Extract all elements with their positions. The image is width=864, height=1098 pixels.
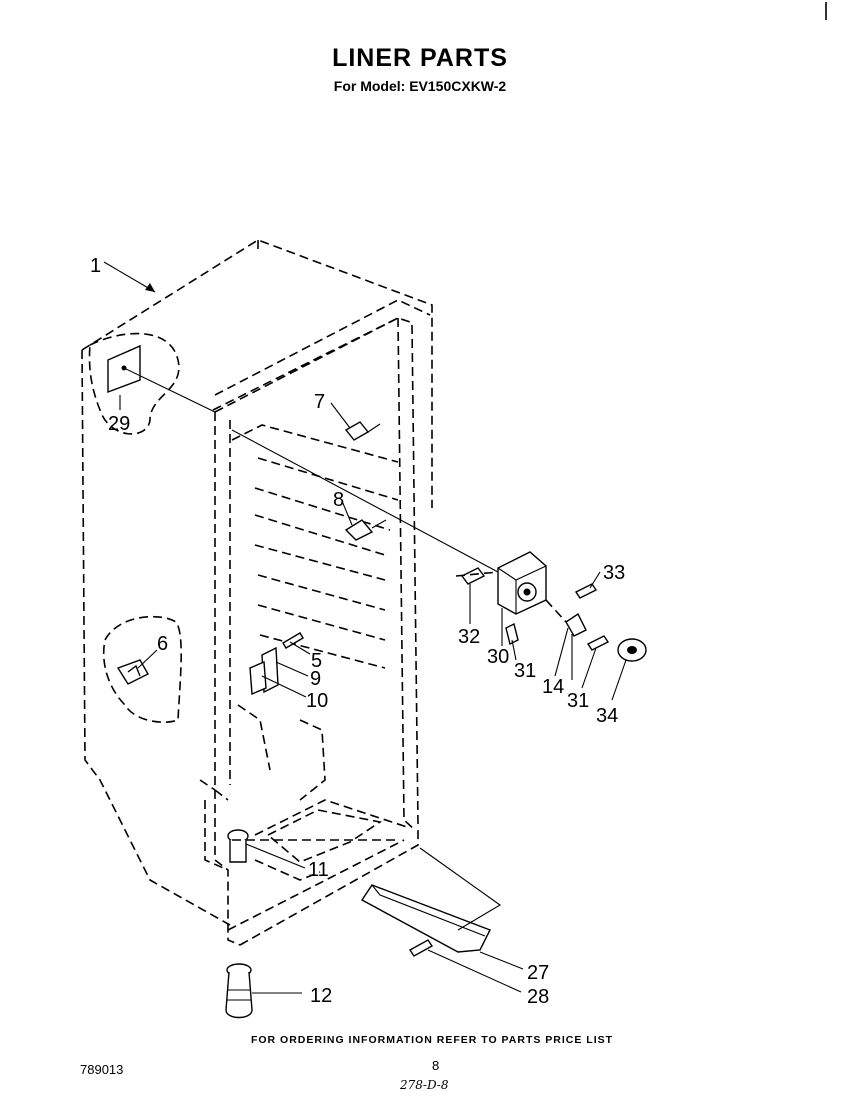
part-14-thermostat — [565, 612, 587, 680]
part-28-screw — [408, 939, 434, 957]
callout-31-a: 31 — [514, 660, 536, 682]
part-8-bracket — [344, 519, 387, 541]
callout-33: 33 — [603, 562, 625, 584]
callout-31-b: 31 — [567, 690, 589, 712]
callout-11: 11 — [308, 859, 329, 881]
shelf-rails — [231, 424, 399, 669]
part-12-leg — [225, 963, 253, 1019]
part-5-screw — [282, 632, 304, 649]
part-32-clip — [460, 567, 486, 585]
part-9-10-hinge — [249, 646, 279, 696]
page-number: 8 — [432, 1058, 440, 1073]
part-29-plate — [107, 344, 141, 394]
model-subtitle: For Model: EV150CXKW-2 — [333, 78, 507, 94]
floor-pan — [254, 799, 411, 881]
part-31-screw-b — [586, 635, 610, 651]
callout-labels: 1 29 7 8 6 5 9 10 11 12 27 28 33 32 30 3… — [90, 255, 625, 1008]
detail-bubble-29 — [88, 332, 180, 435]
part-31-screw-a — [505, 622, 519, 646]
callout-8: 8 — [333, 489, 344, 511]
lower-left-strip — [237, 704, 271, 771]
callout-12: 12 — [310, 985, 332, 1007]
diagram-title: LINER PARTS — [332, 44, 508, 72]
callout-27: 27 — [527, 962, 549, 984]
callout-9: 9 — [310, 668, 321, 690]
part-6-bracket — [116, 659, 149, 685]
part-7-bracket — [344, 421, 381, 441]
connector-lines — [123, 367, 567, 931]
callout-28: 28 — [527, 986, 549, 1008]
part-33-screw — [574, 583, 598, 599]
part-27-trough — [360, 884, 491, 953]
leader-lines — [103, 261, 627, 994]
part-34-knob — [617, 638, 647, 662]
part-11-fitting — [227, 829, 249, 863]
handwritten-note: 278-D-8 — [400, 1078, 449, 1092]
callout-10: 10 — [306, 690, 328, 712]
document-number: 789013 — [80, 1062, 124, 1077]
callout-5: 5 — [311, 650, 322, 672]
callout-6: 6 — [157, 633, 168, 655]
callout-34: 34 — [596, 705, 618, 727]
part-30-control-box — [497, 551, 547, 615]
callout-7: 7 — [314, 391, 325, 413]
detail-bubble-6 — [102, 615, 182, 723]
cabinet-outline — [81, 239, 433, 926]
ordering-notice: FOR ORDERING INFORMATION REFER TO PARTS … — [250, 1034, 614, 1046]
callout-32: 32 — [458, 626, 480, 648]
callout-29: 29 — [108, 413, 130, 435]
callout-1: 1 — [90, 255, 101, 277]
liner-frame — [199, 317, 419, 946]
callout-14: 14 — [542, 676, 564, 698]
callout-30: 30 — [487, 646, 509, 668]
left-wall-strip — [299, 719, 326, 801]
